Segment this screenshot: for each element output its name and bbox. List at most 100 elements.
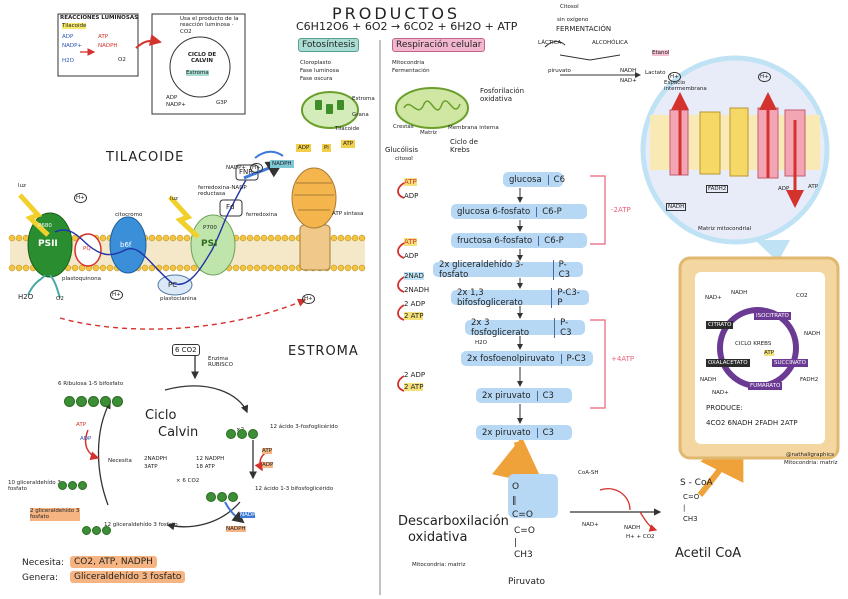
lipid-head <box>148 234 156 242</box>
lipid-head <box>337 234 345 242</box>
lipid-head <box>330 234 338 242</box>
lipid-head <box>239 234 247 242</box>
decarbox-nad: NAD+ <box>582 522 599 528</box>
calvin-atp-2: ATP <box>262 448 273 455</box>
g-side-2a: 2NAD <box>404 272 424 281</box>
lipid-head <box>232 264 240 272</box>
lipid-head <box>246 234 254 242</box>
acetyl-coa-label: Acetil CoA <box>675 546 742 561</box>
chloro-part-1: Estroma <box>352 96 375 102</box>
lipid-head <box>183 264 191 272</box>
krebs-l7: NAD+ <box>712 390 729 396</box>
nadp-label: NADP+ <box>226 165 247 171</box>
decarbox-title-2: oxidativa <box>408 530 468 545</box>
calvin-atp: ATP <box>76 422 87 428</box>
molecule-bead <box>58 481 67 490</box>
fnr-label: FNR <box>239 168 254 176</box>
equation: C6H12O6 + 6O2 → 6CO2 + 6H2O + ATP <box>296 20 518 33</box>
fd-desc: ferredoxina <box>246 212 278 218</box>
g3p2-beads <box>82 520 112 539</box>
fnr-desc: ferredoxina-NADP reductasa <box>198 185 247 198</box>
pq-shape <box>74 233 102 267</box>
light-label-1: luz <box>18 183 26 189</box>
molecule-bead <box>76 396 87 407</box>
lipid-head <box>253 234 261 242</box>
lipid-head <box>190 264 198 272</box>
molecule-bead <box>217 492 227 502</box>
pga-beads <box>226 424 259 443</box>
ferm-anaerobic: sin oxígeno <box>557 17 589 23</box>
lipid-head <box>71 264 79 272</box>
molecule-bead <box>226 429 236 439</box>
calvin-mini-circle <box>169 36 231 98</box>
mito-part-1: Crestas <box>393 124 414 130</box>
calvin-box-label: CICLO DE CALVIN <box>187 52 217 65</box>
light-box-heading: REACCIONES LUMINOSAS <box>60 15 139 21</box>
adp-label: ADP <box>296 144 312 153</box>
mito-h-2: H+ <box>758 72 771 83</box>
g-side-0a: ATP <box>404 178 417 187</box>
lipid-head <box>267 264 275 272</box>
krebs-l2: CO2 <box>796 293 808 299</box>
step-code: P-C3 <box>554 317 579 338</box>
pyruvate-structure-2: C=O|CH3 <box>514 526 535 560</box>
lipid-head <box>8 264 16 272</box>
molecule-bead <box>88 396 99 407</box>
step-name: 2x piruvato <box>482 390 531 401</box>
step-code: C6-P <box>536 206 562 217</box>
nadph-label: NADPH <box>270 160 294 169</box>
molecule-bead <box>92 526 101 535</box>
chloro-note-1: Cloroplasto <box>300 60 332 66</box>
needs-2: 2NADPH <box>144 456 168 462</box>
mito-note-2: Fermentación <box>392 68 430 74</box>
mito-ims: Espacio intermembrana <box>664 80 707 93</box>
lipid-head <box>274 234 282 242</box>
rubp-beads <box>64 392 124 411</box>
mito-matrix: Matriz mitocondrial <box>698 226 752 232</box>
lipid-head <box>253 264 261 272</box>
light-output-2: NADPH <box>98 43 118 49</box>
credit: @nathaligraphics <box>786 452 834 458</box>
molecule-bead <box>248 429 258 439</box>
lipid-head <box>176 234 184 242</box>
atp-label: ATP <box>341 140 356 149</box>
arrow-light-to-calvin <box>135 34 162 49</box>
step-code: P-C3-P <box>551 287 583 308</box>
bracket-plus <box>590 319 606 409</box>
g-side-3a: 2 ADP <box>404 300 426 308</box>
mito-h-1: H+ <box>668 72 681 83</box>
lipid-head <box>260 234 268 242</box>
g3p-label: 12 gliceraldehído 3 fosfato <box>104 522 178 528</box>
chloro-part-2: Grana <box>352 112 369 118</box>
h-label-3: H+ <box>250 163 263 174</box>
calvin-center-2: Calvin <box>158 425 199 440</box>
chloro-note-2: Fase luminosa <box>300 68 340 74</box>
pq-desc: plastoquinona <box>62 276 101 282</box>
lipid-head <box>281 234 289 242</box>
krebs-card-inner <box>695 272 825 444</box>
lipid-head <box>246 264 254 272</box>
g-side-1b: ADP <box>404 252 419 260</box>
chloro-part-3: Tilacoide <box>335 126 360 132</box>
g-side-3b: 2 ATP <box>404 312 424 321</box>
g-side-2b: 2NADH <box>404 286 430 294</box>
step-code: P-C3 <box>560 353 586 364</box>
krebs-produce-label: PRODUCE: <box>706 404 743 412</box>
light-output-1: ATP <box>98 34 109 40</box>
calvin-center-1: Ciclo <box>145 408 177 423</box>
molecule-bead <box>228 492 238 502</box>
summary-gives-label: Genera: <box>22 573 58 583</box>
stroma-title: ESTROMA <box>288 344 359 359</box>
proton-gradient-arrow <box>59 298 307 330</box>
g-side-4a: 2 ADP <box>404 371 426 379</box>
calvin-adp: ADP <box>80 436 92 442</box>
lipid-head <box>176 264 184 272</box>
molecule-bead <box>78 481 87 490</box>
krebs-l0: NADH <box>731 290 748 296</box>
